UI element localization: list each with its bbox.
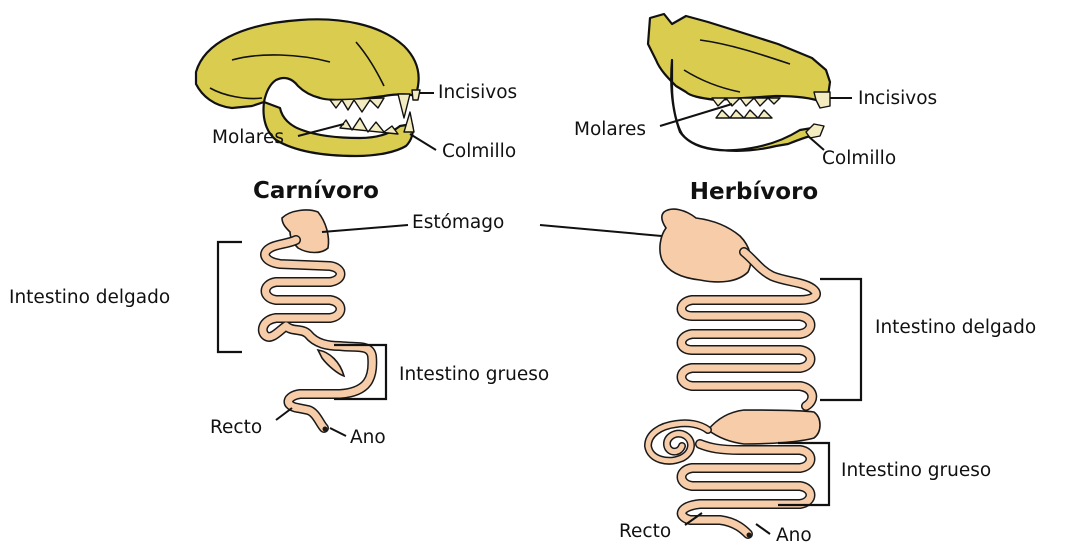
carnivore-lower-teeth bbox=[340, 118, 398, 134]
herbivore-lower-molars bbox=[716, 110, 772, 118]
carnivore-upper-teeth bbox=[330, 98, 384, 112]
herbivore-rectum-label: Recto bbox=[619, 521, 671, 542]
carnivore-rectum-label: Recto bbox=[210, 417, 262, 438]
carnivore-anus-label: Ano bbox=[350, 427, 386, 448]
carnivore-small-intestine-bracket bbox=[218, 242, 242, 352]
carnivore-small-intestine-label: Intestino delgado bbox=[9, 287, 170, 308]
stomach-label: Estómago bbox=[412, 212, 504, 233]
carnivore-incisors-label: Incisivos bbox=[438, 82, 517, 103]
herbivore-digestive-tract bbox=[648, 209, 820, 537]
herbivore-upper-incisors bbox=[814, 92, 830, 108]
herbivore-small-intestine-label: Intestino delgado bbox=[875, 317, 1036, 338]
herbivore-skull bbox=[648, 14, 830, 151]
carnivore-canine-upper bbox=[398, 94, 410, 118]
carnivore-caecum bbox=[318, 350, 344, 376]
herbivore-small-intestine-bracket bbox=[820, 279, 861, 400]
herbivore-anus-label: Ano bbox=[776, 525, 812, 546]
carnivore-canine-lower bbox=[404, 112, 414, 132]
herbivore-molars-label: Molares bbox=[574, 119, 646, 140]
carnivore-large-intestine-label: Intestino grueso bbox=[399, 364, 549, 385]
herbivore-upper-molars bbox=[712, 98, 780, 106]
carnivore-canine-label: Colmillo bbox=[442, 141, 516, 162]
carnivore-molars-label: Molares bbox=[212, 127, 284, 148]
herbivore-caecum bbox=[708, 410, 820, 444]
herbivore-large-intestine-label: Intestino grueso bbox=[841, 460, 991, 481]
herbivore-stomach bbox=[660, 209, 751, 282]
carnivore-title: Carnívoro bbox=[253, 178, 379, 204]
herbivore-anus bbox=[747, 533, 752, 538]
herbivore-canine-label: Colmillo bbox=[822, 148, 896, 169]
herbivore-incisors-label: Incisivos bbox=[858, 88, 937, 109]
herbivore-cranium bbox=[648, 14, 830, 102]
herbivore-title: Herbívoro bbox=[690, 179, 818, 205]
carnivore-anus bbox=[323, 427, 328, 432]
